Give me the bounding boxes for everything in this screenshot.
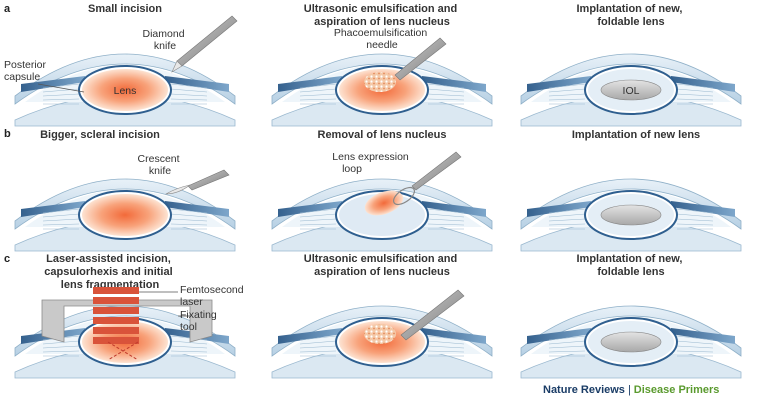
iris-left xyxy=(21,201,85,217)
iris-right xyxy=(671,328,735,344)
eye-a2 xyxy=(271,53,493,127)
panel-a1-title: Small incision xyxy=(88,3,162,15)
iris-right xyxy=(165,76,229,92)
iris-left xyxy=(278,328,342,344)
iris-right xyxy=(422,328,486,344)
eye-a3 xyxy=(520,53,742,127)
panel-c1-title: Laser-assisted incision, capsulorhexis a… xyxy=(44,253,175,291)
expressed-nucleus xyxy=(364,190,404,216)
empty-capsule xyxy=(339,194,425,236)
phaco-needle-c xyxy=(400,289,465,341)
iol-implant xyxy=(600,331,662,353)
cornea xyxy=(271,53,493,105)
cornea xyxy=(520,178,742,230)
panel-c2-title: Ultrasonic emulsification and aspiration… xyxy=(304,253,460,278)
iris-left xyxy=(527,76,591,92)
iris-left xyxy=(527,201,591,217)
panel-b2-title: Removal of lens nucleus xyxy=(318,129,447,141)
iris-right xyxy=(422,76,486,92)
eye-c2 xyxy=(271,305,493,379)
cornea xyxy=(520,305,742,357)
eye-c3 xyxy=(520,305,742,379)
fixating-tool-label: Fixating tool xyxy=(180,309,220,333)
panel-a2-title: Ultrasonic emulsification and aspiration… xyxy=(304,3,460,28)
crescent-knife xyxy=(164,169,230,195)
panel-b1-title: Bigger, scleral incision xyxy=(40,129,160,141)
lens-label: Lens xyxy=(114,85,137,97)
iol-implant xyxy=(600,204,662,226)
natural-lens xyxy=(82,194,168,236)
panel-b3-title: Implantation of new lens xyxy=(572,129,700,141)
posterior-capsule-leader xyxy=(37,83,85,93)
lens-expression-loop xyxy=(392,151,462,206)
cornea xyxy=(14,178,236,230)
eye-b2 xyxy=(271,178,493,252)
iris-left xyxy=(527,328,591,344)
eye-diagrams xyxy=(14,53,742,379)
eye-b1 xyxy=(14,178,236,252)
cornea xyxy=(271,178,493,230)
diamond-knife xyxy=(171,15,238,73)
diamond-knife-label: Diamond knife xyxy=(143,28,188,52)
femtosecond-laser-label: Femtosecond laser xyxy=(180,284,247,308)
iol-implant xyxy=(600,79,662,101)
cornea xyxy=(520,53,742,105)
publisher-credit: Nature Reviews|Disease Primers xyxy=(543,384,719,396)
row-letter-b: b xyxy=(4,128,11,140)
panel-c3-title: Implantation of new, foldable lens xyxy=(577,253,686,278)
iris-right xyxy=(671,76,735,92)
natural-lens xyxy=(82,69,168,111)
lens-expression-loop-label: Lens expression loop xyxy=(332,151,411,175)
emulsified-nucleus xyxy=(364,72,396,92)
eye-b3 xyxy=(520,178,742,252)
publisher-name: Nature Reviews xyxy=(543,384,625,396)
phaco-needle-label: Phacoemulsification needle xyxy=(334,27,430,51)
femtosecond-laser xyxy=(93,287,139,344)
lens-fragmentation-marks xyxy=(107,341,139,361)
phaco-needle xyxy=(394,37,447,81)
credit-separator: | xyxy=(627,384,631,396)
iol-label: IOL xyxy=(623,85,640,97)
row-letter-a: a xyxy=(4,3,11,15)
panel-a3-title: Implantation of new, foldable lens xyxy=(577,3,686,28)
iris-left xyxy=(278,76,342,92)
fixating-tool xyxy=(41,299,213,343)
iris-right xyxy=(165,201,229,217)
row-letter-c: c xyxy=(4,253,10,265)
iris-right xyxy=(422,201,486,217)
journal-name: Disease Primers xyxy=(633,384,720,396)
cornea xyxy=(14,305,236,357)
emulsified-nucleus xyxy=(364,324,396,344)
iris-left xyxy=(278,201,342,217)
posterior-capsule-label: Posterior capsule xyxy=(4,59,49,83)
crescent-knife-label: Crescent knife xyxy=(138,153,183,177)
iris-left xyxy=(21,76,85,92)
cornea xyxy=(271,305,493,357)
iris-right xyxy=(671,201,735,217)
